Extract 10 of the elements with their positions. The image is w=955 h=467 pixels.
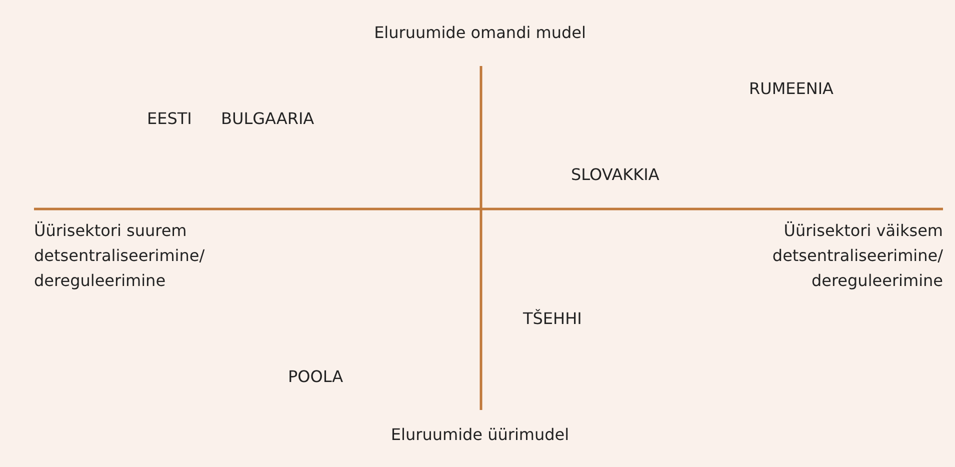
country-label: TŠEHHI <box>523 308 582 330</box>
axis-end-label: Üürisektori suurem detsentraliseerimine/ dereguleerimine <box>34 220 206 292</box>
country-label: BULGAARIA <box>221 108 314 130</box>
country-label: POOLA <box>288 366 344 388</box>
axis-title: Eluruumide omandi mudel <box>374 22 586 44</box>
country-label: RUMEENIA <box>749 78 834 100</box>
country-label: SLOVAKKIA <box>571 164 660 186</box>
axis-title: Eluruumide üürimudel <box>390 424 570 446</box>
country-label: EESTI <box>147 108 192 130</box>
axis-end-label: Üürisektori väiksem detsentraliseerimine/ dereguleerimine <box>771 220 943 292</box>
